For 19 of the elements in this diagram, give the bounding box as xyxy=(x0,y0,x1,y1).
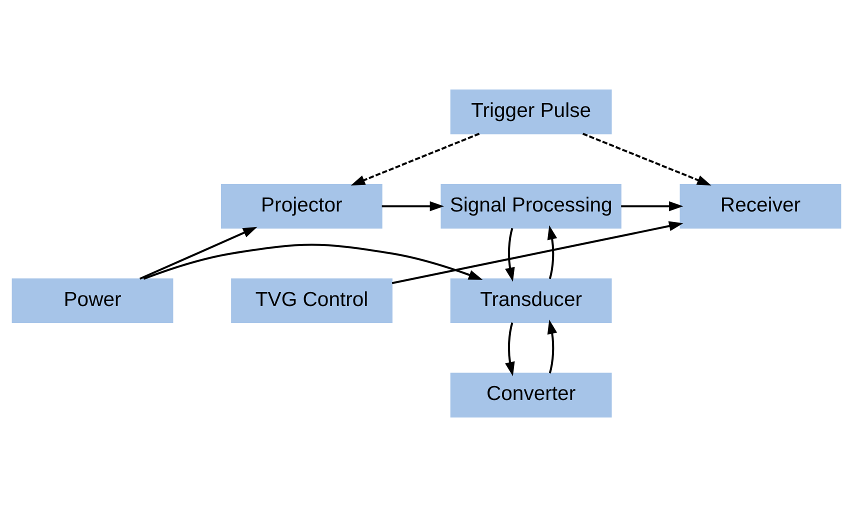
arrow xyxy=(382,200,444,211)
arrow xyxy=(392,220,684,284)
node-box: Signal Processing xyxy=(440,183,622,228)
node-box: TVG Control xyxy=(231,278,392,323)
arrow xyxy=(350,132,480,185)
arrow xyxy=(547,319,558,373)
arrow xyxy=(547,224,558,279)
arrow xyxy=(505,322,515,376)
arrow xyxy=(621,200,684,211)
node-box: Converter xyxy=(450,372,612,417)
node-box: Trigger Pulse xyxy=(450,89,612,134)
arrow xyxy=(139,226,258,280)
node-box: Transducer xyxy=(450,278,612,323)
node-box: Receiver xyxy=(680,183,842,228)
node-box: Power xyxy=(12,278,174,323)
arrow xyxy=(582,132,712,185)
arrow xyxy=(505,228,515,282)
node-box: Projector xyxy=(220,183,382,228)
arrow xyxy=(143,243,483,280)
